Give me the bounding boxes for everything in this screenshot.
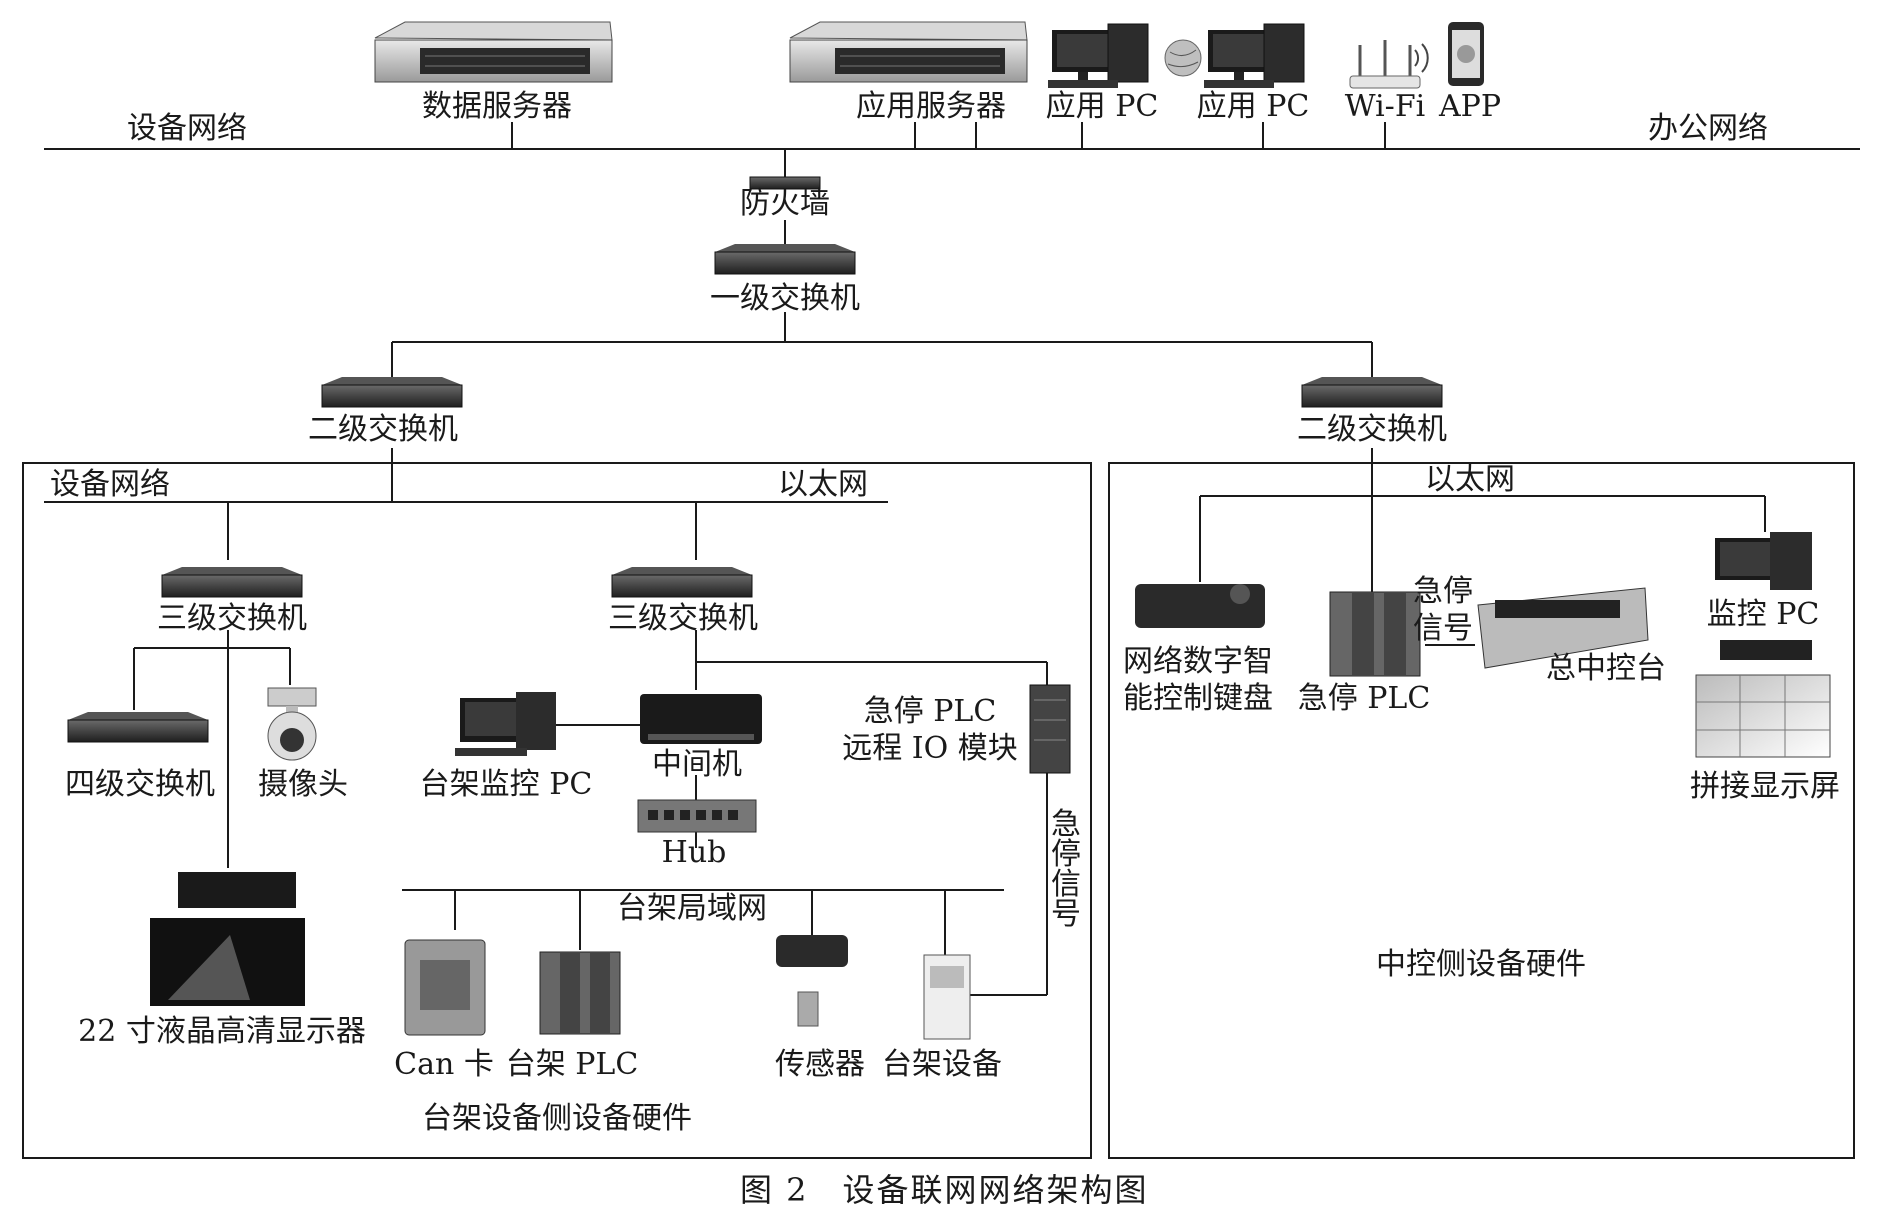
app-server-icon: [789, 21, 1028, 83]
switch-l3-b-icon: [611, 567, 753, 598]
estop-signal-right-line2: 信号: [1413, 611, 1473, 646]
switch-l2-left-label: 二级交换机: [308, 412, 458, 447]
switch-l2-right-label: 二级交换机: [1297, 412, 1447, 447]
app-pc-2-label: 应用 PC: [1196, 89, 1310, 124]
console-icon: [1477, 587, 1649, 669]
keyboard-label-line2: 能控制键盘: [1123, 681, 1273, 716]
rig-monitor-pc-label: 台架监控 PC: [419, 767, 593, 802]
switch-l3-a-icon: [161, 567, 303, 598]
can-card-label: Can 卡: [394, 1047, 494, 1082]
rig-lan-label: 台架局域网: [617, 891, 767, 926]
middle-computer-icon: [640, 694, 762, 744]
middle-computer-label: 中间机: [652, 747, 742, 782]
hub-icon: [637, 799, 757, 833]
switch-l3-a-label: 三级交换机: [157, 601, 307, 636]
monitor-pc-label: 监控 PC: [1706, 597, 1820, 632]
rig-device-label: 台架设备: [882, 1047, 1002, 1082]
app-pc-1-label: 应用 PC: [1045, 89, 1159, 124]
hub-label: Hub: [661, 835, 727, 870]
equipment-network-label-top: 设备网络: [127, 111, 247, 146]
phone-icon: [1448, 22, 1484, 86]
estop-plc-right-icon: [1329, 591, 1421, 677]
connection-lines: [44, 122, 1860, 996]
camera-icon: [267, 687, 317, 761]
ethernet-label-left: 以太网: [778, 467, 868, 502]
keyboard-label-line1: 网络数字智: [1123, 644, 1273, 679]
estop-signal-right-line1: 急停: [1413, 574, 1473, 609]
data-server-icon: [374, 21, 613, 83]
monitor-pc-icon: [1715, 532, 1812, 590]
rig-plc-icon: [539, 951, 621, 1035]
app-pc-2-icon: [1204, 23, 1305, 88]
rig-device-icon: [923, 954, 971, 1040]
app-server-label: 应用服务器: [856, 89, 1006, 124]
switch-l1-label: 一级交换机: [710, 281, 860, 316]
wifi-label: Wi-Fi: [1344, 89, 1426, 124]
figure-caption: 图 2 设备联网网络架构图: [740, 1171, 1149, 1209]
switch-l1-icon: [714, 244, 856, 275]
switch-l2-left-icon: [321, 377, 463, 408]
estop-plc-right-label: 急停 PLC: [1297, 681, 1431, 716]
video-wall-icon: [1695, 640, 1831, 758]
firewall-label: 防火墙: [740, 186, 830, 221]
lcd-display-label: 22 寸液晶高清显示器: [78, 1014, 366, 1049]
camera-label: 摄像头: [258, 767, 348, 802]
ethernet-label-right: 以太网: [1425, 462, 1515, 497]
office-network-label: 办公网络: [1648, 111, 1768, 146]
rig-side-title: 台架设备侧设备硬件: [422, 1101, 692, 1136]
sensor-label: 传感器: [775, 1047, 865, 1082]
video-wall-label: 拼接显示屏: [1690, 769, 1840, 804]
rig-monitor-pc-icon: [455, 692, 556, 756]
estop-io-module-icon: [1029, 684, 1071, 774]
wifi-router-icon: [1349, 40, 1429, 89]
estop-plc-label-line1: 急停 PLC: [863, 694, 997, 729]
switch-l4-label: 四级交换机: [65, 767, 215, 802]
rig-plc-label: 台架 PLC: [505, 1047, 639, 1082]
control-side-box: [1108, 462, 1855, 1159]
can-card-icon: [404, 939, 486, 1036]
control-side-title: 中控侧设备硬件: [1376, 947, 1586, 982]
sensor-icon: [776, 935, 848, 1027]
switch-l4-icon: [67, 712, 209, 743]
equipment-network-label-left: 设备网络: [50, 467, 170, 502]
estop-plc-label-line2: 远程 IO 模块: [842, 731, 1018, 766]
app-label: APP: [1438, 89, 1502, 124]
estop-signal-label-left: 急停信号: [1051, 807, 1081, 932]
globe-icon: [1164, 39, 1202, 77]
switch-l3-b-label: 三级交换机: [608, 601, 758, 636]
app-pc-1-icon: [1048, 23, 1149, 88]
switch-l2-right-icon: [1301, 377, 1443, 408]
console-label: 总中控台: [1546, 651, 1666, 686]
firewall-icon: [749, 176, 821, 190]
lcd-display-icon: [150, 872, 305, 1006]
rig-side-box: [22, 462, 1092, 1159]
data-server-label: 数据服务器: [422, 89, 572, 124]
control-keyboard-icon: [1135, 584, 1265, 628]
